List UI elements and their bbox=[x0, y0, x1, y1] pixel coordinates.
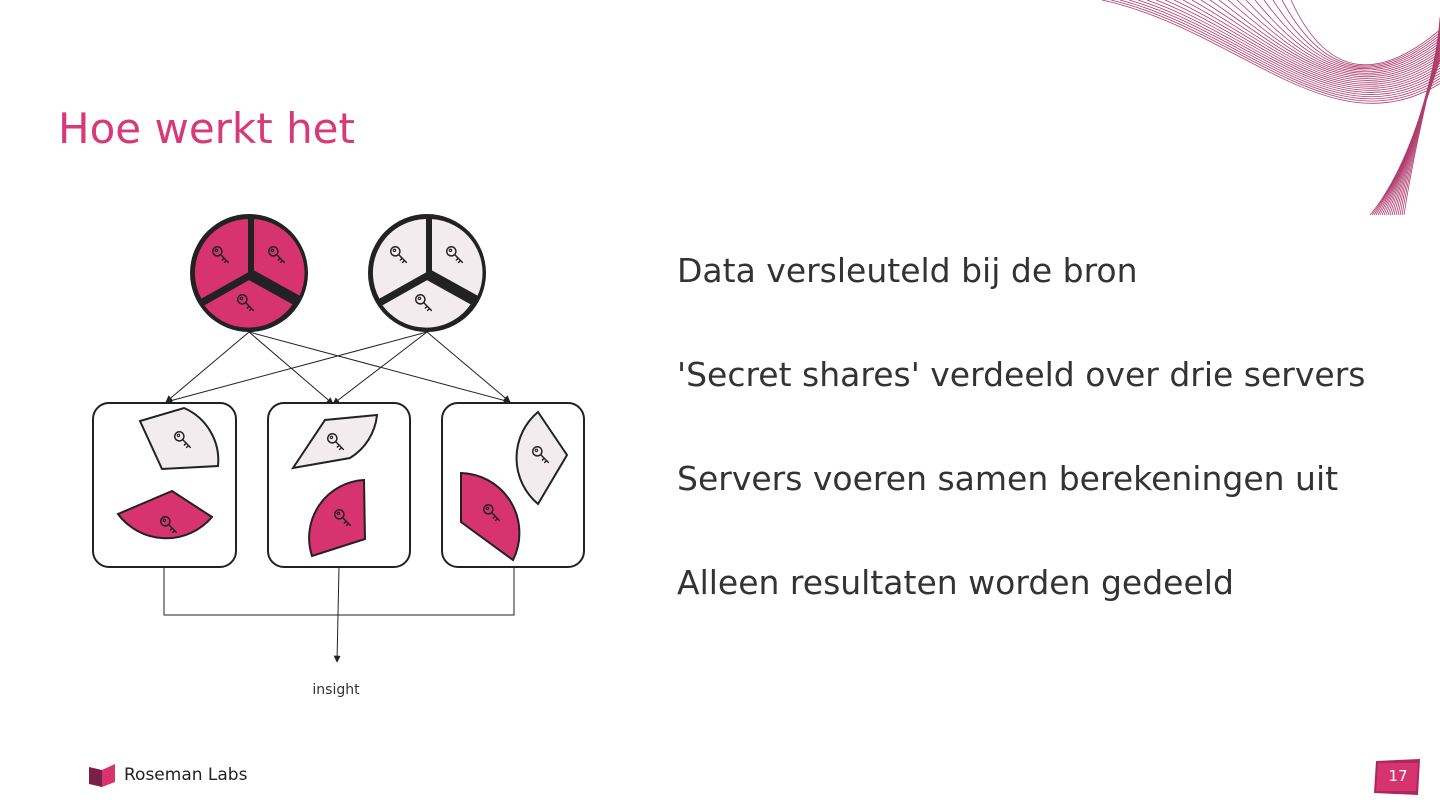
share-light-1 bbox=[370, 216, 428, 302]
server-3 bbox=[441, 402, 585, 568]
source-light bbox=[368, 214, 486, 332]
wave-line bbox=[1101, 0, 1440, 104]
wave-line bbox=[1272, 0, 1440, 68]
wave-line bbox=[1254, 0, 1440, 71]
wave-line bbox=[1191, 0, 1440, 83]
share-light-3 bbox=[379, 277, 474, 330]
share-pink-3 bbox=[201, 277, 296, 330]
wave-line bbox=[1119, 0, 1440, 100]
wave-line bbox=[1155, 0, 1440, 91]
wave-line bbox=[1218, 0, 1440, 78]
brand-logo: Roseman Labs bbox=[88, 762, 247, 788]
bullet-item: 'Secret shares' verdeeld over drie serve… bbox=[677, 355, 1366, 394]
wave-line bbox=[1227, 0, 1440, 76]
wave-line bbox=[1110, 0, 1440, 102]
wave-line bbox=[1137, 0, 1440, 95]
bullet-item: Data versleuteld bij de bron bbox=[677, 251, 1138, 290]
wave-line bbox=[1146, 0, 1440, 93]
wave-line bbox=[1281, 0, 1440, 67]
wave-line bbox=[1200, 0, 1440, 81]
server-1 bbox=[92, 402, 237, 568]
bullet-list: Data versleuteld bij de bron 'Secret sha… bbox=[677, 250, 1365, 666]
wave-line bbox=[1245, 0, 1440, 72]
wave-line bbox=[1236, 0, 1440, 74]
wave-line bbox=[1128, 0, 1440, 97]
roseman-labs-logo-icon bbox=[89, 764, 115, 787]
share-light bbox=[138, 406, 220, 471]
share-light bbox=[515, 410, 569, 506]
distribution-arrows bbox=[165, 331, 511, 405]
result-connector bbox=[163, 566, 515, 663]
wave-line bbox=[1182, 0, 1440, 85]
bullet-item: Servers voeren samen berekeningen uit bbox=[677, 459, 1339, 498]
wave-line bbox=[1403, 17, 1440, 216]
bullet-item: Alleen resultaten worden gedeeld bbox=[677, 563, 1234, 602]
secret-sharing-diagram bbox=[92, 214, 585, 663]
wave-line bbox=[1263, 0, 1440, 70]
wave-line bbox=[1209, 0, 1440, 79]
page-number: 17 bbox=[1388, 767, 1408, 785]
brand-name: Roseman Labs bbox=[124, 765, 248, 785]
page-title: Hoe werkt het bbox=[58, 104, 355, 153]
server-2 bbox=[267, 402, 411, 568]
insight-label: insight bbox=[312, 682, 360, 698]
source-pink bbox=[190, 214, 308, 332]
corner-wave-decoration bbox=[1101, 0, 1440, 216]
wave-line bbox=[1173, 0, 1440, 87]
wave-line bbox=[1290, 0, 1440, 66]
share-pink bbox=[460, 471, 521, 562]
page-number-badge: 17 bbox=[1372, 757, 1424, 797]
wave-line bbox=[1164, 0, 1440, 89]
share-pink bbox=[116, 489, 214, 540]
share-pink-1 bbox=[192, 216, 250, 302]
